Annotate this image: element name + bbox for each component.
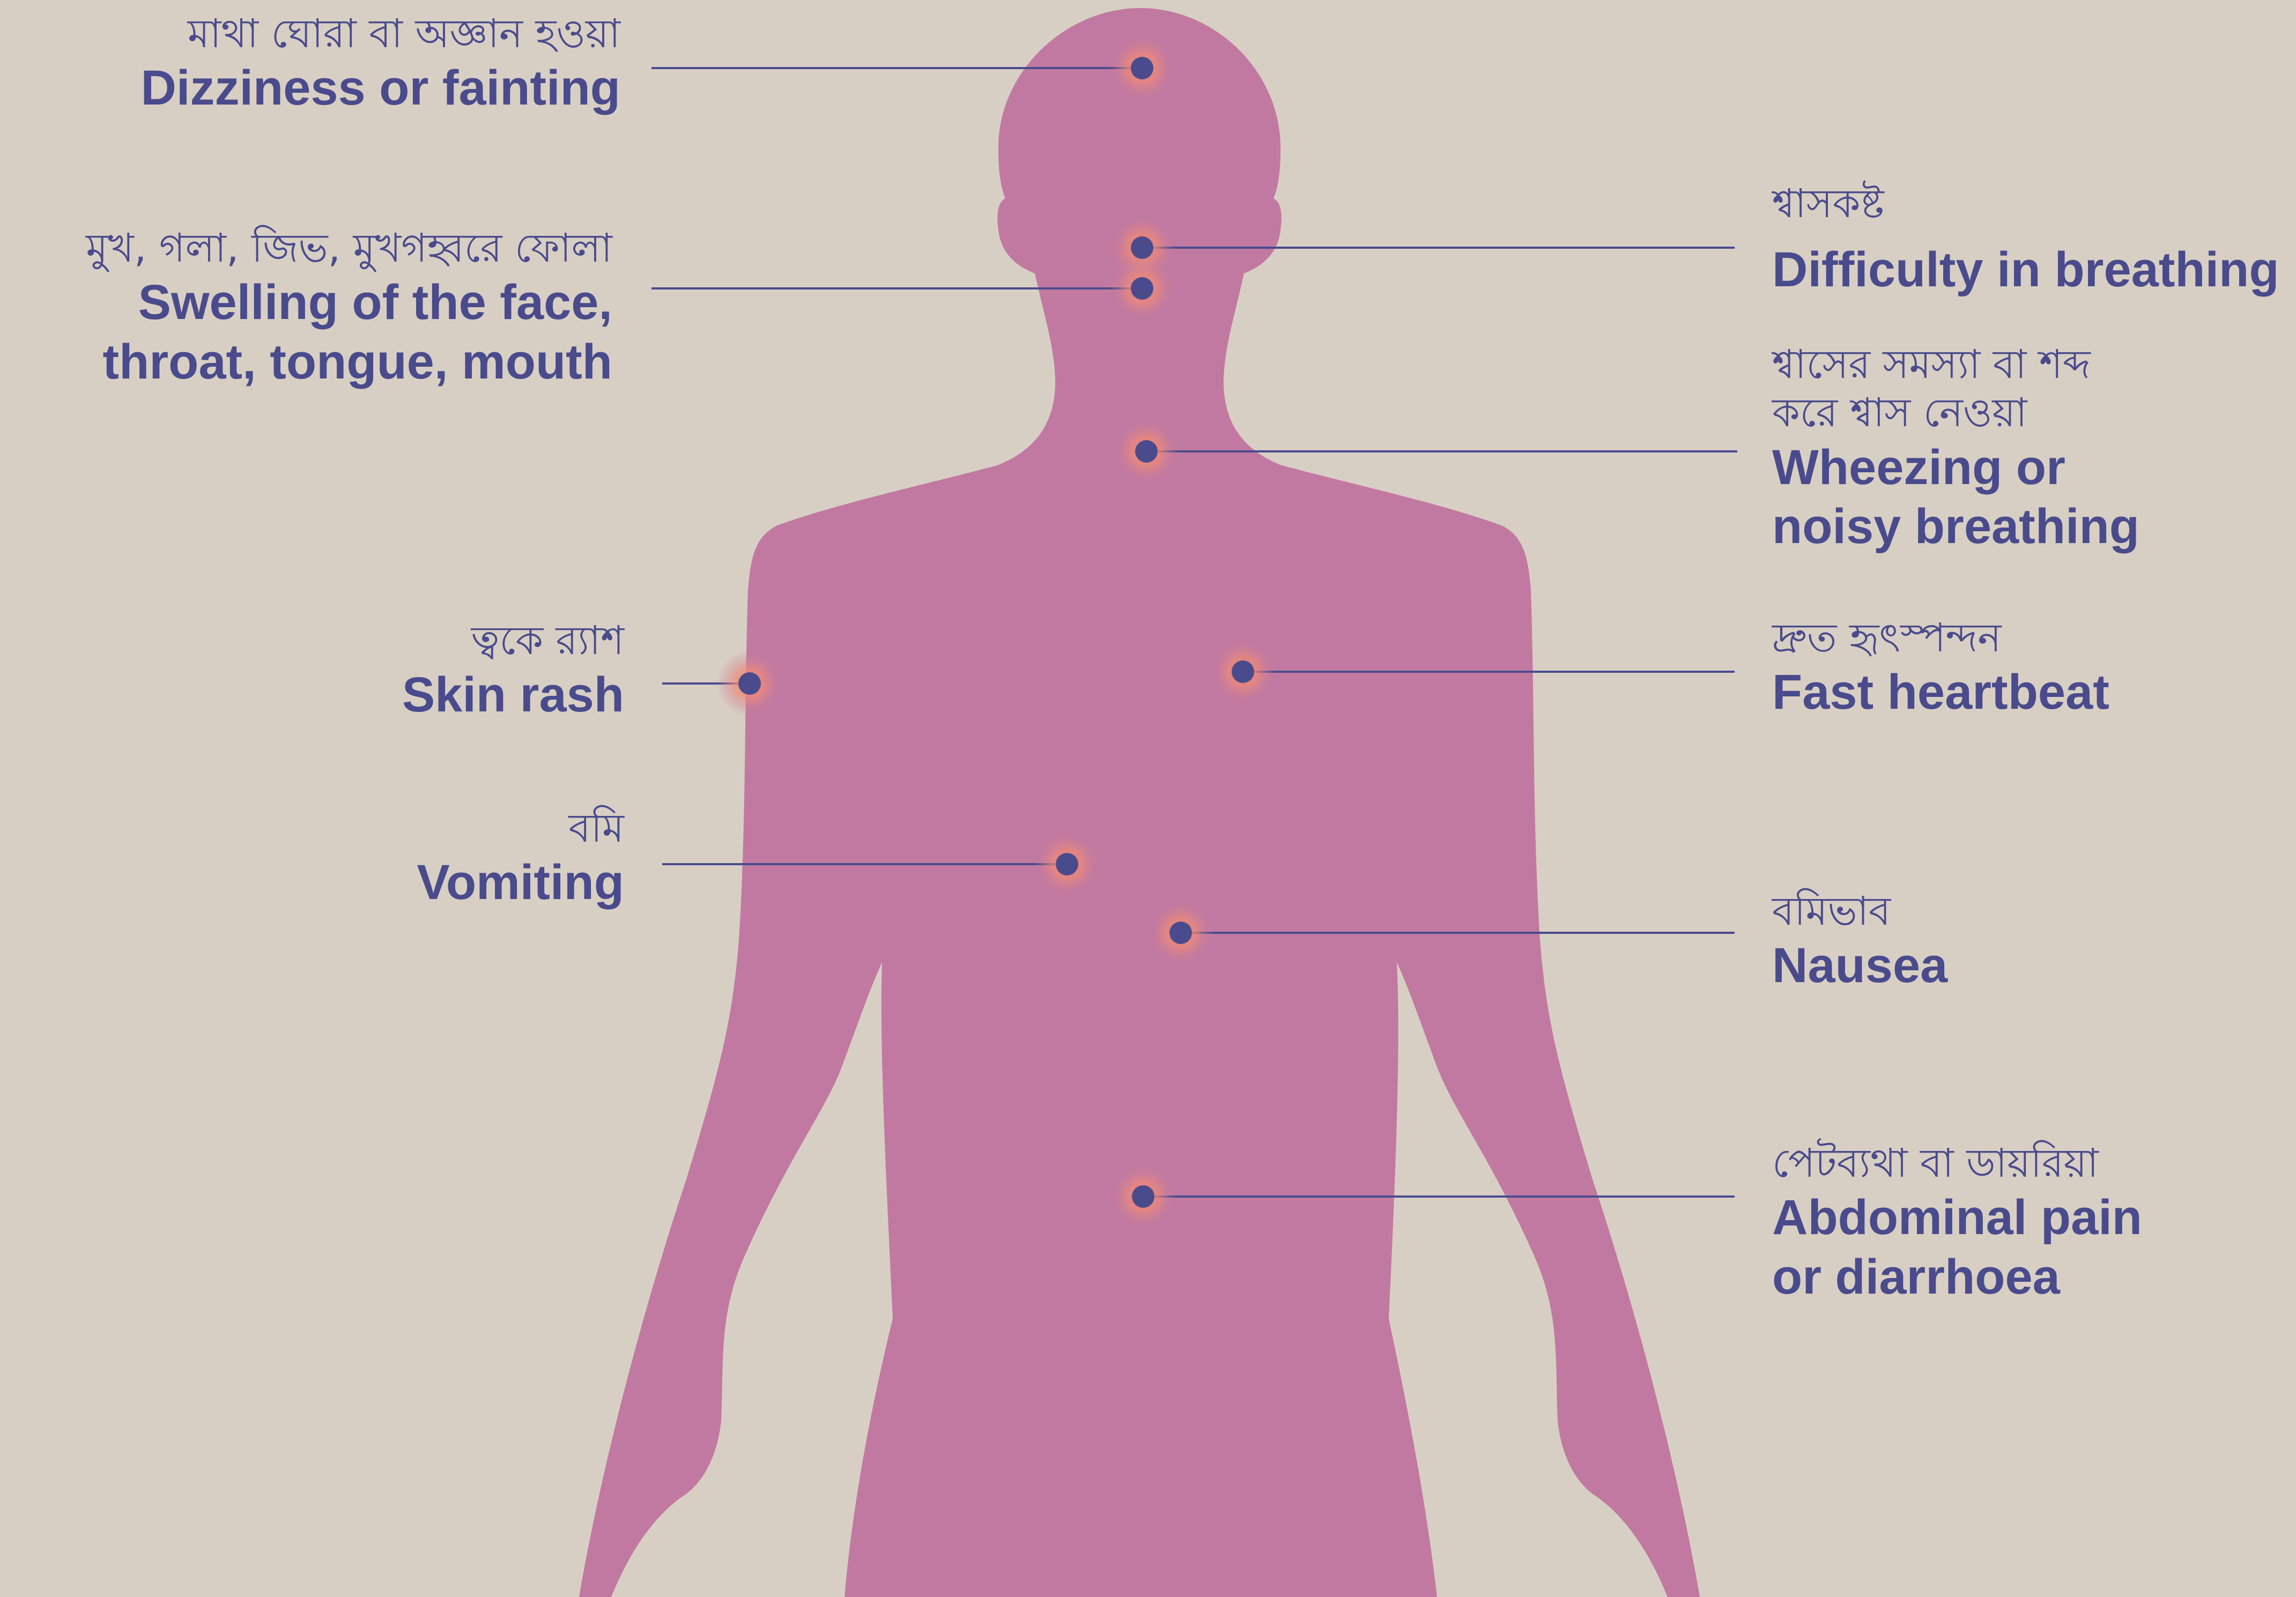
label-vomiting: বমি Vomiting — [417, 804, 624, 913]
wheezing-en-1: Wheezing or — [1772, 437, 2139, 497]
abdominal-en-2: or diarrhoea — [1772, 1247, 2142, 1307]
swelling-bn: মুখ, গলা, জিভ, মুখগহ্বরে ফোলা — [86, 224, 612, 272]
nausea-bn: বমিভাব — [1772, 887, 1947, 935]
wheezing-bn-1: শ্বাসের সমস্যা বা শব্দ — [1772, 340, 2139, 389]
abdominal-en-1: Abdominal pain — [1772, 1187, 2142, 1247]
marker-swelling — [1131, 277, 1153, 300]
wheezing-bn-2: করে শ্বাস নেওয়া — [1772, 389, 2139, 437]
marker-vomiting — [1056, 853, 1078, 875]
label-abdominal: পেটব্যথা বা ডায়রিয়া Abdominal pain or … — [1772, 1139, 2142, 1307]
label-nausea: বমিভাব Nausea — [1772, 887, 1947, 996]
abdominal-bn: পেটব্যথা বা ডায়রিয়া — [1772, 1139, 2142, 1187]
vomiting-bn: বমি — [417, 804, 624, 852]
marker-nausea — [1169, 922, 1192, 944]
label-dizziness: মাথা ঘোরা বা অজ্ঞান হওয়া Dizziness or f… — [140, 10, 620, 118]
label-wheezing: শ্বাসের সমস্যা বা শব্দ করে শ্বাস নেওয়া … — [1772, 340, 2139, 556]
label-heartbeat: দ্রুত হৃৎস্পন্দন Fast heartbeat — [1772, 614, 2109, 723]
nausea-en: Nausea — [1772, 935, 1947, 996]
left-hand — [673, 1496, 693, 1597]
label-breathing-difficulty: শ্বাসকষ্ট Difficulty in breathing — [1772, 180, 2279, 300]
marker-skin-rash — [738, 672, 761, 695]
marker-breathing-difficulty — [1131, 236, 1153, 259]
breathing-difficulty-bn: শ্বাসকষ্ট — [1772, 180, 2279, 228]
wheezing-en-2: noisy breathing — [1772, 496, 2139, 556]
marker-abdominal — [1132, 1185, 1154, 1208]
swelling-en-1: Swelling of the face, — [86, 272, 612, 332]
skin-rash-en: Skin rash — [402, 665, 624, 725]
marker-wheezing — [1135, 440, 1158, 463]
swelling-en-2: throat, tongue, mouth — [86, 332, 612, 392]
heartbeat-en: Fast heartbeat — [1772, 662, 2109, 722]
dizziness-bn: মাথা ঘোরা বা অজ্ঞান হওয়া — [140, 10, 620, 58]
vomiting-en: Vomiting — [417, 852, 624, 912]
heartbeat-bn: দ্রুত হৃৎস্পন্দন — [1772, 614, 2109, 662]
breathing-difficulty-en: Difficulty in breathing — [1772, 240, 2279, 300]
marker-heartbeat — [1232, 660, 1254, 683]
right-hand — [1586, 1496, 1606, 1597]
label-swelling: মুখ, গলা, জিভ, মুখগহ্বরে ফোলা Swelling o… — [86, 224, 612, 392]
marker-dizziness — [1131, 57, 1153, 79]
label-skin-rash: ত্বকে র‍্যাশ Skin rash — [402, 616, 624, 725]
skin-rash-bn: ত্বকে র‍্যাশ — [402, 616, 624, 665]
dizziness-en: Dizziness or fainting — [140, 58, 620, 118]
